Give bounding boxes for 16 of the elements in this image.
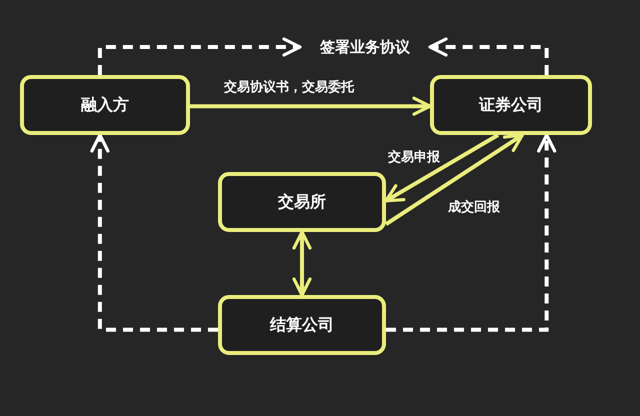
arrow bbox=[386, 133, 556, 332]
process-box: 证券公司 bbox=[430, 75, 592, 135]
process-box: 结算公司 bbox=[218, 295, 386, 355]
arrow bbox=[98, 37, 302, 75]
arrow bbox=[384, 133, 500, 203]
edge-label: 成交回报 bbox=[446, 198, 502, 216]
arrow bbox=[292, 230, 312, 297]
arrow bbox=[384, 133, 524, 226]
process-box: 交易所 bbox=[218, 172, 386, 232]
arrow bbox=[190, 96, 432, 116]
process-box: 融入方 bbox=[20, 75, 190, 135]
agreement-text: 签署业务协议 bbox=[320, 38, 410, 56]
arrow bbox=[90, 133, 218, 332]
edge-label: 交易申报 bbox=[386, 148, 442, 166]
edge-label: 交易协议书，交易委托 bbox=[222, 78, 356, 96]
arrow bbox=[428, 37, 549, 75]
